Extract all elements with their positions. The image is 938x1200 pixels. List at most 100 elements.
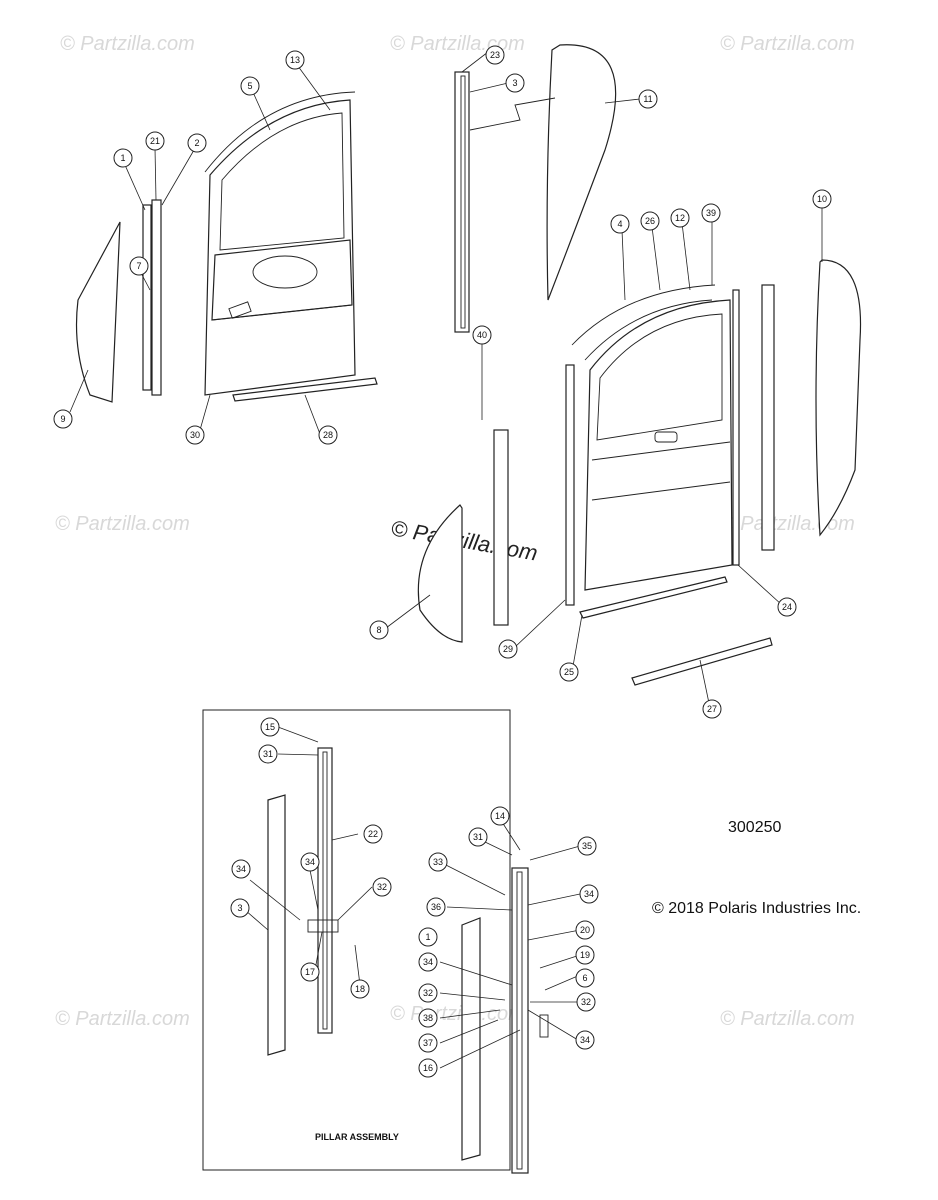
callout-38[interactable]: 38: [418, 1008, 438, 1028]
callout-11[interactable]: 11: [638, 89, 658, 109]
callout-circle: [300, 852, 320, 872]
callout-32[interactable]: 32: [576, 992, 596, 1012]
callout-31[interactable]: 31: [468, 827, 488, 847]
callout-37[interactable]: 37: [418, 1033, 438, 1053]
inset-pillar-22: [317, 747, 333, 1034]
leader-25: [571, 614, 583, 673]
callout-34[interactable]: 34: [579, 884, 599, 904]
leader-23: [461, 51, 489, 73]
callout-15[interactable]: 15: [260, 717, 280, 737]
callout-8[interactable]: 8: [369, 620, 389, 640]
callout-circle: [610, 214, 630, 234]
leader-33: [441, 862, 506, 896]
right-pillar: [761, 284, 775, 551]
callout-20[interactable]: 20: [575, 920, 595, 940]
leader-16: [439, 1029, 521, 1069]
callout-13[interactable]: 13: [285, 50, 305, 70]
callout-28[interactable]: 28: [318, 425, 338, 445]
callout-number: 34: [584, 889, 594, 899]
callout-25[interactable]: 25: [559, 662, 579, 682]
callout-circle: [702, 699, 722, 719]
callout-27[interactable]: 27: [702, 699, 722, 719]
watermark: © Partzilla.com: [720, 33, 855, 55]
leader-17: [314, 931, 323, 971]
callout-30[interactable]: 30: [185, 425, 205, 445]
callout-circle: [318, 425, 338, 445]
leader-31a: [277, 753, 319, 756]
callout-4[interactable]: 4: [610, 214, 630, 234]
callout-22[interactable]: 22: [363, 824, 383, 844]
callout-circle: [53, 409, 73, 429]
callout-number: 24: [782, 602, 792, 612]
callout-32[interactable]: 32: [372, 877, 392, 897]
leader-lines: [69, 51, 823, 1069]
callout-number: 18: [355, 984, 365, 994]
callout-circle: [418, 983, 438, 1003]
callout-36[interactable]: 36: [426, 897, 446, 917]
callout-number: 8: [376, 625, 381, 635]
callout-31[interactable]: 31: [258, 744, 278, 764]
callout-19[interactable]: 19: [575, 945, 595, 965]
callout-9[interactable]: 9: [53, 409, 73, 429]
callout-32[interactable]: 32: [418, 983, 438, 1003]
callout-34[interactable]: 34: [418, 952, 438, 972]
leader-26: [651, 226, 661, 291]
callout-3[interactable]: 3: [230, 898, 250, 918]
callout-21[interactable]: 21: [145, 131, 165, 151]
callout-2[interactable]: 2: [187, 133, 207, 153]
callout-35[interactable]: 35: [577, 836, 597, 856]
callout-34[interactable]: 34: [575, 1030, 595, 1050]
callout-5[interactable]: 5: [240, 76, 260, 96]
callout-1[interactable]: 1: [113, 148, 133, 168]
right-door-frame: [584, 299, 733, 591]
door-panel-9: [75, 221, 121, 403]
callout-circle: [230, 898, 250, 918]
callout-circle: [300, 962, 320, 982]
callout-17[interactable]: 17: [300, 962, 320, 982]
leader-19: [539, 954, 581, 969]
callout-number: 34: [236, 864, 246, 874]
leader-34b: [309, 869, 319, 911]
callout-40[interactable]: 40: [472, 325, 492, 345]
callout-16[interactable]: 16: [418, 1058, 438, 1078]
leader-2: [161, 149, 195, 206]
callout-18[interactable]: 18: [350, 979, 370, 999]
callout-1[interactable]: 1: [418, 927, 438, 947]
leader-6: [544, 974, 581, 991]
callout-number: 15: [265, 722, 275, 732]
inset-pillar-3: [267, 794, 286, 1056]
callout-39[interactable]: 39: [701, 203, 721, 223]
top-middle-parts: [454, 44, 617, 333]
left-door-handle-recess: [252, 255, 318, 289]
callout-10[interactable]: 10: [812, 189, 832, 209]
callout-circle: [369, 620, 389, 640]
callout-3[interactable]: 3: [505, 73, 525, 93]
callout-number: 3: [512, 78, 517, 88]
seal-24: [732, 289, 740, 566]
callout-29[interactable]: 29: [498, 639, 518, 659]
callout-circle: [113, 148, 133, 168]
leader-38: [439, 1009, 501, 1019]
callout-33[interactable]: 33: [428, 852, 448, 872]
callout-7[interactable]: 7: [129, 256, 149, 276]
callout-34[interactable]: 34: [231, 859, 251, 879]
leader-5: [251, 89, 271, 131]
center-watermark: © Partzilla.com: [389, 515, 539, 565]
callout-14[interactable]: 14: [490, 806, 510, 826]
callout-12[interactable]: 12: [670, 208, 690, 228]
callout-26[interactable]: 26: [640, 211, 660, 231]
callout-24[interactable]: 24: [777, 597, 797, 617]
callout-circle: [418, 1033, 438, 1053]
left-door-assembly: [75, 91, 378, 403]
leader-1a: [124, 164, 146, 211]
callout-number: 28: [323, 430, 333, 440]
callout-circle: [145, 131, 165, 151]
callout-23[interactable]: 23: [485, 45, 505, 65]
inset-latch-plate: [539, 1014, 549, 1038]
inset-bracket-17: [307, 919, 339, 933]
leader-34d: [439, 961, 513, 986]
watermark: © Partzilla.com: [60, 33, 195, 55]
callout-6[interactable]: 6: [575, 968, 595, 988]
callout-34[interactable]: 34: [300, 852, 320, 872]
seal-4: [571, 284, 716, 346]
